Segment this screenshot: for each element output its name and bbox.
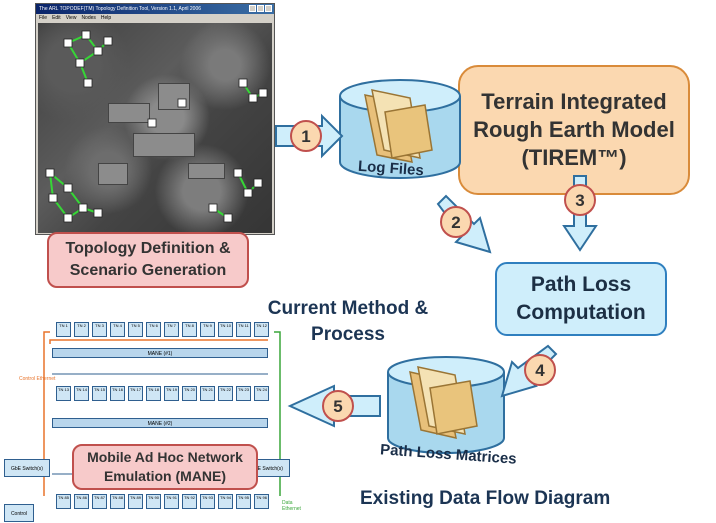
terminal-node: TN 23 — [236, 386, 251, 401]
folder-icon — [409, 366, 478, 439]
current-method-caption: Current Method & Process — [267, 298, 429, 345]
path-loss-computation-box: Path Loss Computation — [495, 262, 667, 336]
terminal-node: TN 7 — [164, 322, 179, 337]
existing-data-flow-caption: Existing Data Flow Diagram — [360, 488, 611, 509]
terminal-node: TN 10 — [218, 322, 233, 337]
step-2-badge — [440, 206, 472, 238]
step-2-label: 2 — [451, 213, 460, 232]
step-5-label: 5 — [333, 397, 342, 416]
step-1-badge — [290, 120, 322, 152]
mane-2-bar: MANE (#2) — [52, 418, 268, 428]
mane-emulation-box: Mobile Ad Hoc Network Emulation (MANE) — [72, 444, 258, 490]
terminal-node: TN 17 — [128, 386, 143, 401]
terminal-node: TN 89 — [128, 494, 143, 509]
terminal-node: TN 6 — [146, 322, 161, 337]
terminal-node: TN 95 — [236, 494, 251, 509]
network-topology-overlay — [45, 30, 268, 223]
control-pc: Control — [4, 504, 34, 522]
terminal-node: TN 91 — [164, 494, 179, 509]
menu-help: Help — [100, 15, 112, 21]
terminal-node: TN 8 — [182, 322, 197, 337]
topology-definition-box: Topology Definition & Scenario Generatio… — [47, 232, 249, 288]
mane-1-bar: MANE (#1) — [52, 348, 268, 358]
terminal-node: TN 87 — [92, 494, 107, 509]
topology-window-title: The ARL TOPODEF(TM) Topology Definition … — [36, 4, 274, 14]
folder-icon — [364, 89, 433, 163]
terminal-node: TN 15 — [92, 386, 107, 401]
terminal-node: TN 24 — [254, 386, 269, 401]
terminal-node: TN 88 — [110, 494, 125, 509]
terminal-node: TN 94 — [218, 494, 233, 509]
terminal-node: TN 12 — [254, 322, 269, 337]
tirem-box: Terrain Integrated Rough Earth Model (TI… — [458, 65, 690, 195]
terminal-node: TN 18 — [146, 386, 161, 401]
terminal-node: TN 93 — [200, 494, 215, 509]
terminal-node: TN 13 — [56, 386, 71, 401]
menu-nodes: Nodes — [81, 15, 96, 21]
step-1-label: 1 — [301, 127, 310, 146]
terminal-node: TN 1 — [56, 322, 71, 337]
terminal-node: TN 9 — [200, 322, 215, 337]
step-3-label: 3 — [575, 191, 584, 210]
terminal-node: TN 22 — [218, 386, 233, 401]
data-ethernet-label: Data Ethernet — [282, 500, 301, 512]
path-loss-matrices-cylinder-icon — [387, 356, 505, 454]
gbe-switch-left: GbE Switch(s) — [4, 459, 50, 477]
terminal-node: TN 86 — [74, 494, 89, 509]
terminal-node: TN 85 — [56, 494, 71, 509]
control-ethernet-label: Control Ethernet — [19, 376, 56, 382]
aerial-terrain-map — [38, 23, 272, 233]
terminal-node: TN 16 — [110, 386, 125, 401]
terminal-node: TN 19 — [164, 386, 179, 401]
menu-edit: Edit — [52, 15, 61, 21]
terminal-node: TN 11 — [236, 322, 251, 337]
step-4-label: 4 — [535, 361, 545, 380]
terminal-node: TN 2 — [74, 322, 89, 337]
menu-file: File — [39, 15, 48, 21]
terminal-node: TN 5 — [128, 322, 143, 337]
terminal-node: TN 21 — [200, 386, 215, 401]
terminal-node: TN 20 — [182, 386, 197, 401]
terminal-node: TN 4 — [110, 322, 125, 337]
terminal-node: TN 90 — [146, 494, 161, 509]
window-controls — [249, 5, 272, 12]
log-files-cylinder-icon — [339, 79, 461, 179]
terminal-node: TN 14 — [74, 386, 89, 401]
step-4-badge — [524, 354, 556, 386]
terminal-node: TN 96 — [254, 494, 269, 509]
topology-menubar: File Edit View Nodes Help — [36, 14, 274, 22]
menu-view: View — [65, 15, 77, 21]
step-3-badge — [564, 184, 596, 216]
step-5-badge — [322, 390, 354, 422]
terminal-node: TN 3 — [92, 322, 107, 337]
terminal-node: TN 92 — [182, 494, 197, 509]
topology-tool-screenshot: The ARL TOPODEF(TM) Topology Definition … — [35, 3, 275, 235]
